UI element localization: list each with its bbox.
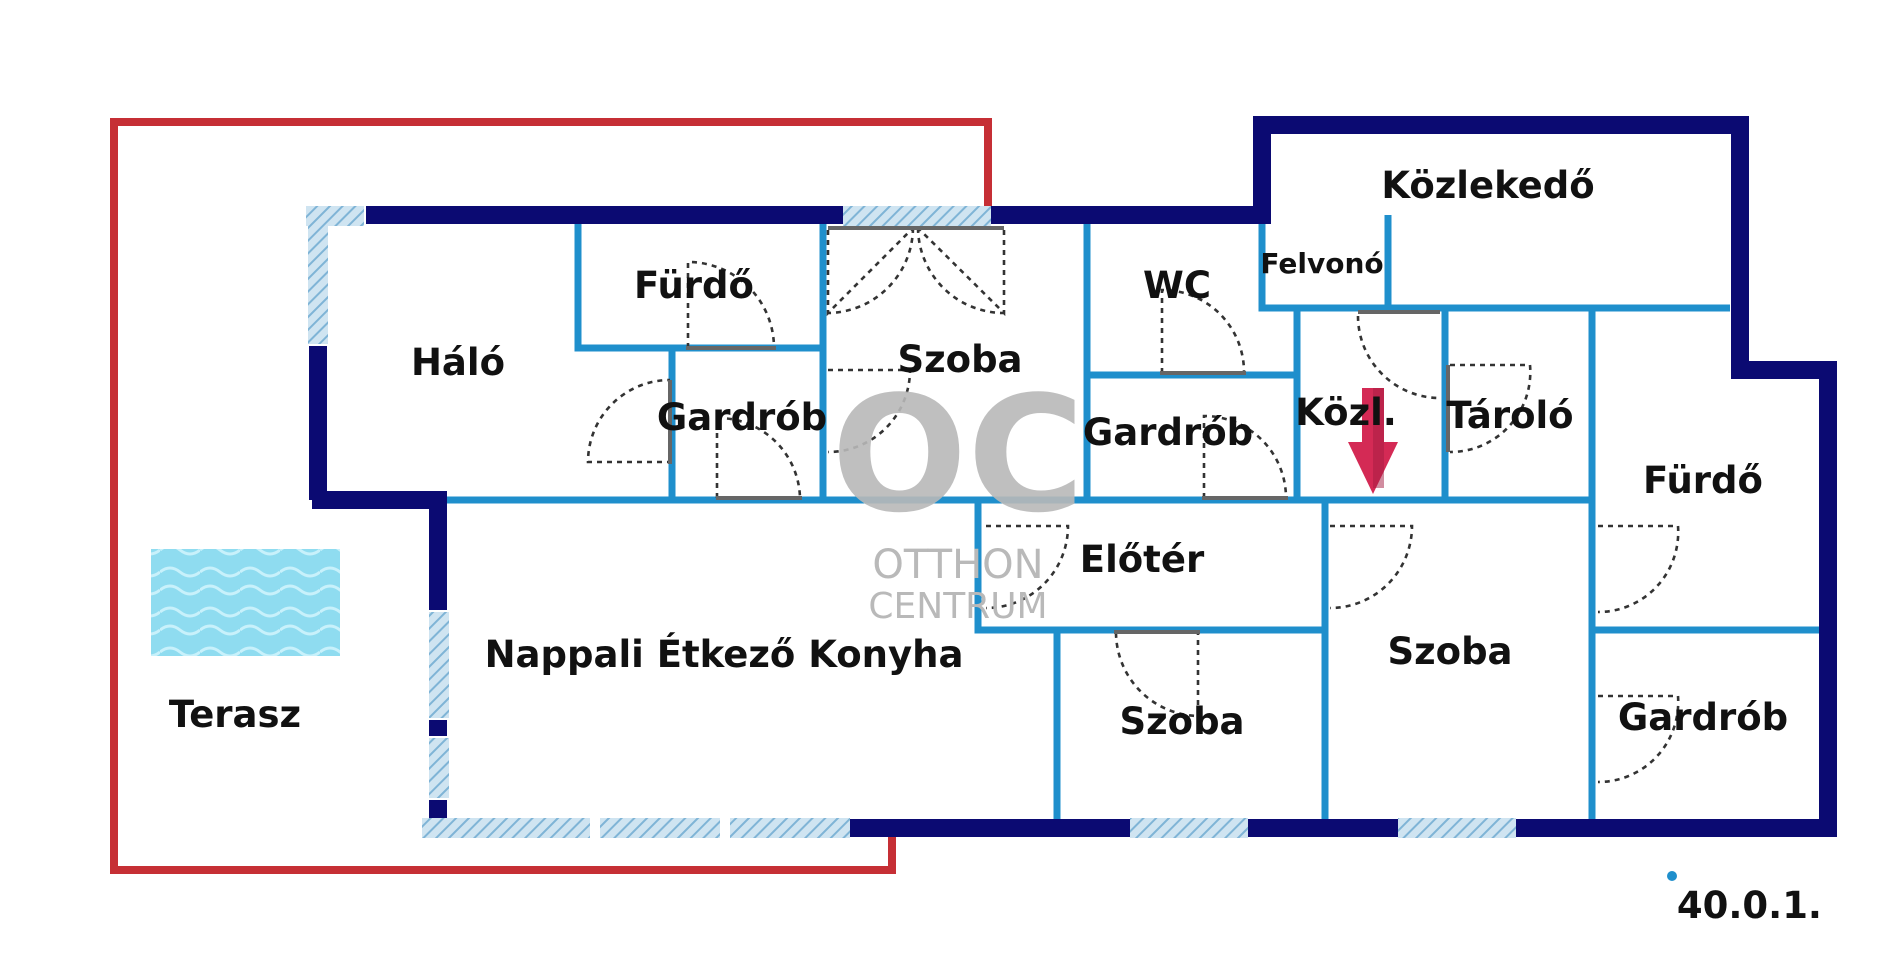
room-label-eloter: Előtér — [1080, 538, 1205, 581]
room-label-kozl: Közl. — [1295, 391, 1397, 434]
floor-code: 40.0.1. — [1677, 884, 1822, 927]
interior-walls — [445, 215, 1826, 820]
room-label-felvono: Felvonó — [1260, 247, 1383, 280]
room-label-furdo-top: Fürdő — [634, 264, 754, 307]
floor-code-dot — [1667, 871, 1677, 881]
door-leaves — [668, 226, 1450, 634]
room-label-szoba-bottom-mid: Szoba — [1119, 700, 1244, 743]
watermark: OC OTTHON CENTRUM — [831, 361, 1084, 627]
terrace-outline — [110, 118, 992, 874]
room-label-nappali: Nappali Étkező Konyha — [485, 632, 964, 676]
room-label-wc: WC — [1143, 264, 1211, 307]
room-label-terasz: Terasz — [169, 693, 301, 736]
room-label-furdo-right: Fürdő — [1643, 459, 1763, 502]
room-label-tarolo: Tároló — [1446, 394, 1573, 437]
windows — [306, 206, 1516, 838]
entrance-arrow-icon — [1348, 388, 1398, 494]
room-label-kozlekedo: Közlekedő — [1381, 164, 1594, 207]
room-label-szoba-bottom-right: Szoba — [1387, 630, 1512, 673]
otthon-centrum-logo: OC — [831, 361, 1084, 548]
watermark-line2: CENTRUM — [868, 586, 1047, 627]
room-label-gardrob-right: Gardrób — [1618, 696, 1788, 739]
room-label-halo: Háló — [411, 341, 505, 384]
pool-icon — [151, 549, 340, 656]
room-label-szoba-top: Szoba — [897, 338, 1022, 381]
room-label-gardrob-left: Gardrób — [657, 396, 827, 439]
room-label-gardrob-mid: Gardrób — [1083, 411, 1253, 454]
doors — [586, 227, 1680, 784]
watermark-line1: OTTHON — [872, 542, 1043, 588]
